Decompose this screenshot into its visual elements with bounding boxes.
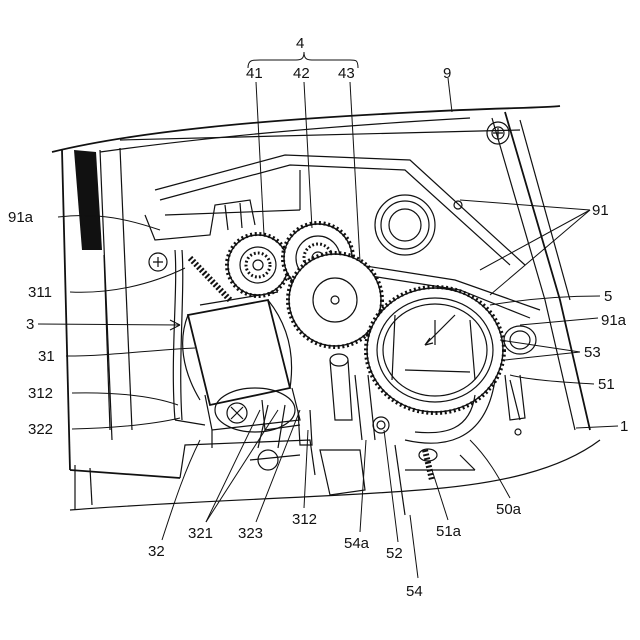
boss [375, 195, 435, 255]
label-53: 53 [584, 344, 601, 361]
label-322: 322 [28, 421, 53, 438]
label-51a: 51a [436, 523, 462, 540]
label-42: 42 [293, 65, 310, 82]
label-321: 321 [188, 525, 213, 542]
label-3: 3 [26, 316, 34, 333]
label-54a: 54a [344, 535, 370, 552]
label-32: 32 [148, 543, 165, 560]
label-5: 5 [604, 288, 612, 305]
label-1: 1 [620, 418, 628, 435]
label-91a-right: 91a [601, 312, 627, 329]
label-312-left: 312 [28, 385, 53, 402]
label-50a: 50a [496, 501, 522, 518]
label-311: 311 [28, 284, 52, 301]
label-31: 31 [38, 348, 55, 365]
label-43: 43 [338, 65, 355, 82]
label-54: 54 [406, 583, 423, 600]
label-51: 51 [598, 376, 615, 393]
label-91: 91 [592, 202, 609, 219]
label-312-bottom: 312 [292, 511, 317, 528]
label-52: 52 [386, 545, 403, 562]
label-323: 323 [238, 525, 263, 542]
label-9: 9 [443, 65, 451, 82]
label-91a-left: 91a [8, 209, 34, 226]
label-4: 4 [296, 35, 304, 52]
label-41: 41 [246, 65, 263, 82]
